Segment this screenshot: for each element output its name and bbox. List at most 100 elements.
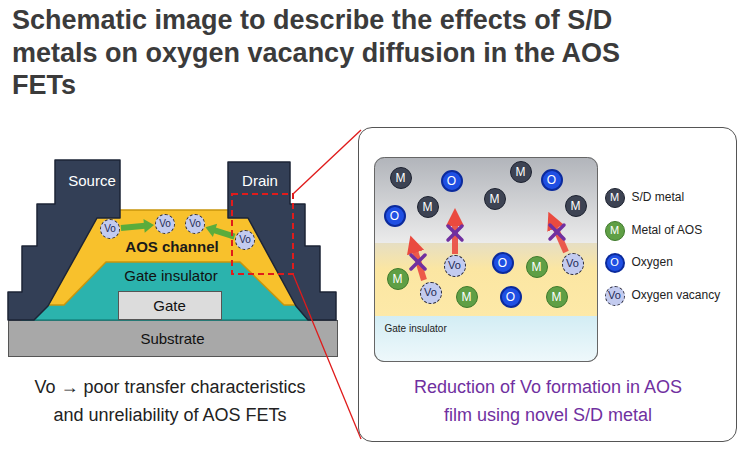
- zoom-leader: [293, 130, 361, 194]
- atom-letter: M: [610, 225, 619, 236]
- oxygen-vacancy: Vo: [444, 255, 466, 277]
- figure-note-holder: Vo → poor transfer characteristics and u…: [25, 373, 315, 429]
- oxygen-atom: O: [541, 169, 563, 191]
- zoom-leader: [293, 274, 361, 439]
- oxygen-vacancy: Vo: [100, 219, 120, 239]
- legend-text-holder: Oxygen vacancy: [632, 288, 721, 302]
- figure-note: Vo → poor transfer characteristics and u…: [34, 377, 305, 425]
- layer-label: AOS channel: [125, 238, 218, 255]
- atom-letter: M: [393, 273, 403, 285]
- arrow-shaft: [214, 230, 234, 237]
- aos-metal-atom: M: [546, 286, 568, 308]
- arrow-shaft: [121, 226, 145, 228]
- layer-label-holder: Source: [68, 172, 116, 189]
- aos-metal-atom: M: [387, 268, 409, 290]
- sd-metal-atom: M: [605, 188, 625, 208]
- atom-letter: O: [390, 210, 399, 222]
- atom-letter: Vo: [608, 290, 621, 301]
- atom-letter: O: [610, 257, 619, 268]
- sd-metal-atom: M: [565, 195, 587, 217]
- oxygen-atom: O: [605, 253, 625, 273]
- sd-metal-region: [374, 157, 598, 244]
- oxygen-vacancy: Vo: [155, 214, 175, 234]
- aos-film-region: [374, 243, 598, 317]
- layer-label-holder: AOS channel: [125, 238, 218, 255]
- aos-metal-atom: M: [526, 256, 548, 278]
- atom-letter: M: [516, 166, 526, 178]
- atom-letter: Vo: [424, 287, 437, 298]
- page-title: Schematic image to describe the effects …: [12, 5, 620, 100]
- blocked-diffusion-arrow: [452, 217, 458, 254]
- aos-metal-atom: M: [456, 286, 478, 308]
- source-electrode-shape: [8, 160, 120, 320]
- atom-letter: Vo: [239, 235, 251, 245]
- drain-electrode-shape: [228, 162, 336, 320]
- arrow-head: [205, 224, 217, 237]
- atom-letter: Vo: [104, 224, 116, 234]
- atom-letter: O: [447, 175, 456, 187]
- oxygen-vacancy: Vo: [235, 230, 255, 250]
- oxygen-vacancy: Vo: [185, 214, 205, 234]
- atom-letter: M: [552, 291, 562, 303]
- atom-letter: Vo: [566, 258, 579, 269]
- atom-letter: M: [423, 201, 433, 213]
- legend-text-holder: S/D metal: [632, 190, 685, 204]
- oxygen-atom: O: [384, 205, 406, 227]
- atom-letter: M: [462, 291, 472, 303]
- atom-letter: M: [610, 192, 619, 203]
- legend-text: Metal of AOS: [632, 223, 703, 237]
- gate-insulator-film: Gate insulator: [374, 316, 598, 362]
- atom-letter: O: [506, 291, 515, 303]
- oxygen-atom: O: [500, 286, 522, 308]
- blocked-diffusion-arrow: [413, 244, 424, 280]
- layer-label: Drain: [242, 172, 278, 189]
- zoom-frame: [232, 194, 293, 274]
- layer-label: Gate insulator: [124, 267, 217, 284]
- gate-electrode: Gate: [118, 291, 222, 320]
- substrate-layer: Substrate: [8, 320, 338, 357]
- legend-text: Oxygen vacancy: [632, 288, 721, 302]
- sd-metal-atom: M: [484, 188, 506, 210]
- aos-metal-atom: M: [605, 221, 625, 241]
- diffusion-arrow: [205, 224, 234, 237]
- source-electrode: Source: [8, 160, 120, 320]
- block-cross: [550, 225, 564, 239]
- legend-text: Oxygen: [632, 255, 673, 269]
- legend-text-holder: Oxygen: [632, 255, 673, 269]
- atom-letter: O: [498, 257, 507, 269]
- oxygen-vacancy: Vo: [562, 253, 584, 275]
- diffusion-arrow: [121, 219, 154, 233]
- block-cross: [411, 255, 425, 269]
- layer-label: Substrate: [140, 330, 204, 347]
- oxygen-vacancy: Vo: [605, 286, 625, 306]
- panel-text: Reduction of Vo formation in AOS film us…: [414, 377, 682, 425]
- sd-metal-atom: M: [390, 167, 412, 189]
- legend-text-holder: Metal of AOS: [632, 223, 703, 237]
- sd-metal-atom: M: [417, 196, 439, 218]
- atom-letter: Vo: [159, 219, 171, 229]
- zoom-panel: Reduction of Vo formation in AOS film us…: [358, 127, 737, 442]
- oxygen-vacancy: Vo: [420, 282, 442, 304]
- blocked-diffusion-arrow: [552, 220, 566, 252]
- oxygen-atom: O: [441, 170, 463, 192]
- atom-letter: O: [547, 174, 556, 186]
- atom-letter: Vo: [189, 219, 201, 229]
- atom-letter: M: [532, 261, 542, 273]
- zoom-picture-frame: [375, 158, 598, 362]
- atom-letter: Vo: [448, 260, 461, 271]
- oxygen-atom: O: [492, 252, 514, 274]
- page-title-holder: Schematic image to describe the effects …: [12, 4, 652, 102]
- layer-label-holder: Substrate: [140, 330, 204, 347]
- layer-label-holder: Gate: [153, 297, 186, 314]
- arrow-head: [143, 219, 154, 233]
- layer-label-holder: Gate insulator: [124, 267, 217, 284]
- legend-text: S/D metal: [632, 190, 685, 204]
- atom-letter: M: [396, 172, 406, 184]
- layer-label: Gate: [153, 297, 186, 314]
- panel-text-holder: Gate insulator: [385, 323, 447, 335]
- atom-letter: M: [490, 193, 500, 205]
- panel-text-holder: Reduction of Vo formation in AOS film us…: [403, 373, 693, 429]
- block-cross: [448, 226, 462, 240]
- atom-letter: M: [571, 200, 581, 212]
- layer-label-holder: Drain: [242, 172, 278, 189]
